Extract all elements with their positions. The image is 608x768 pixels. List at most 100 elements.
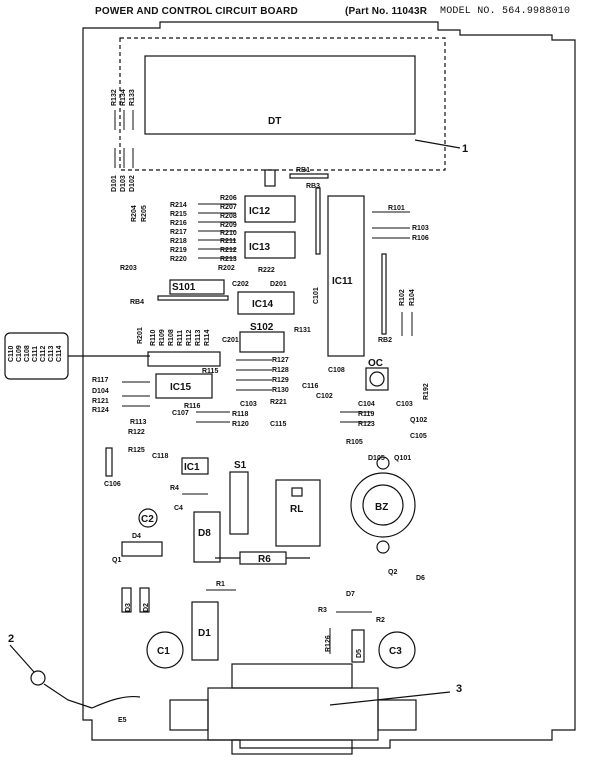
r120-label: R120 [232,421,249,428]
ic14-label: IC14 [252,299,274,310]
r1-label: R1 [216,581,225,588]
board-outline [82,21,576,749]
d6-label: D6 [416,575,425,582]
r209-label: R209 [220,222,237,229]
c112-label: C112 [40,346,47,362]
display-window [144,55,416,135]
c108b-label: C108 [24,345,31,362]
r118-label: R118 [232,411,248,418]
r119-label: R119 [358,411,374,418]
r214-label: R214 [170,202,187,209]
d7-label: D7 [346,591,355,598]
ic12-body [244,195,296,223]
r126-label: R126 [325,635,332,652]
d4-label: D4 [132,533,141,540]
r121-label: R121 [92,398,109,405]
c1-label: C1 [157,646,170,657]
r211-label: R211 [220,238,236,245]
c108-label: C108 [328,367,345,374]
q102-label: Q102 [410,417,427,424]
r108-label: R108 [168,329,175,346]
callout-2: 2 [8,633,14,645]
s1-label: S1 [234,460,247,471]
r212-label: R212 [220,247,237,254]
rb2-label: RB2 [378,337,392,344]
r129-label: R129 [272,377,289,384]
c101-label: C101 [313,287,320,304]
r213-label: R213 [220,256,237,263]
c115-label: C115 [270,421,286,428]
s102-label: S102 [250,322,274,333]
s101-body [169,279,225,295]
r104-label: R104 [409,289,416,306]
r192-label: R192 [423,383,430,400]
r122-label: R122 [128,429,145,436]
c116-label: C116 [302,383,318,390]
rb3-label: RB3 [306,183,320,190]
r105-label: R105 [346,439,363,446]
r114-label: R114 [204,330,211,346]
r221-label: R221 [270,399,287,406]
c111-label: C111 [32,346,39,362]
ic15-label: IC15 [170,382,192,393]
r216-label: R216 [170,220,187,227]
oc-body [365,367,389,391]
c113-label: C113 [48,346,55,362]
r101-label: R101 [388,205,405,212]
d5-label: D5 [356,649,363,658]
c201-label: C201 [222,337,239,344]
ic12-label: IC12 [249,206,271,217]
r222-label: R222 [258,267,275,274]
r219-label: R219 [170,247,187,254]
ic13-label: IC13 [249,242,271,253]
q2-label: Q2 [388,569,397,576]
q1-label: Q1 [112,557,121,564]
r131-label: R131 [294,327,311,334]
r133-label: R133 [129,89,136,106]
ic1-body [181,457,209,475]
r210-label: R210 [220,230,237,237]
buzzer-body [350,472,416,538]
c103-label: C103 [240,401,257,408]
r205-label: R205 [141,205,148,222]
q101-label: Q101 [394,455,411,462]
r201-label: R201 [137,327,144,344]
d201-label: D201 [270,281,287,288]
r132-label: R132 [111,89,118,106]
buzzer-label: BZ [375,502,388,513]
s1-body [229,471,249,535]
r103-label: R103 [412,225,429,232]
d1-label: D1 [198,628,211,639]
r113-label: R113 [130,419,146,426]
rb4-label: RB4 [130,299,144,306]
r220-label: R220 [170,256,187,263]
r203-label: R203 [120,265,137,272]
part-number: (Part No. 11043R [345,6,428,17]
r134-label: R134 [120,89,127,106]
c110-label: C110 [8,346,15,362]
r218-label: R218 [170,238,187,245]
d8-label: D8 [198,528,211,539]
d104-label: D104 [92,388,109,395]
ic11-label: IC11 [332,276,353,287]
r6-label: R6 [258,554,271,565]
ic13-body [244,231,296,259]
r110-label: R110 [150,330,157,346]
c102-label: C102 [316,393,333,400]
rb1-label: RB1 [296,167,310,174]
c202-label: C202 [232,281,249,288]
r117-label: R117 [92,377,108,384]
d105-label: D105 [368,455,385,462]
d1-body [191,601,219,661]
c2-label: C2 [141,514,154,525]
r106-label: R106 [412,235,429,242]
c107-label: C107 [172,410,189,417]
c4-label: C4 [174,505,183,512]
c3-body [378,631,416,669]
s101-label: S101 [172,282,196,293]
ic14-body [237,291,295,315]
r206-label: R206 [220,195,237,202]
r207-label: R207 [220,204,237,211]
r109-label: R109 [159,329,166,346]
